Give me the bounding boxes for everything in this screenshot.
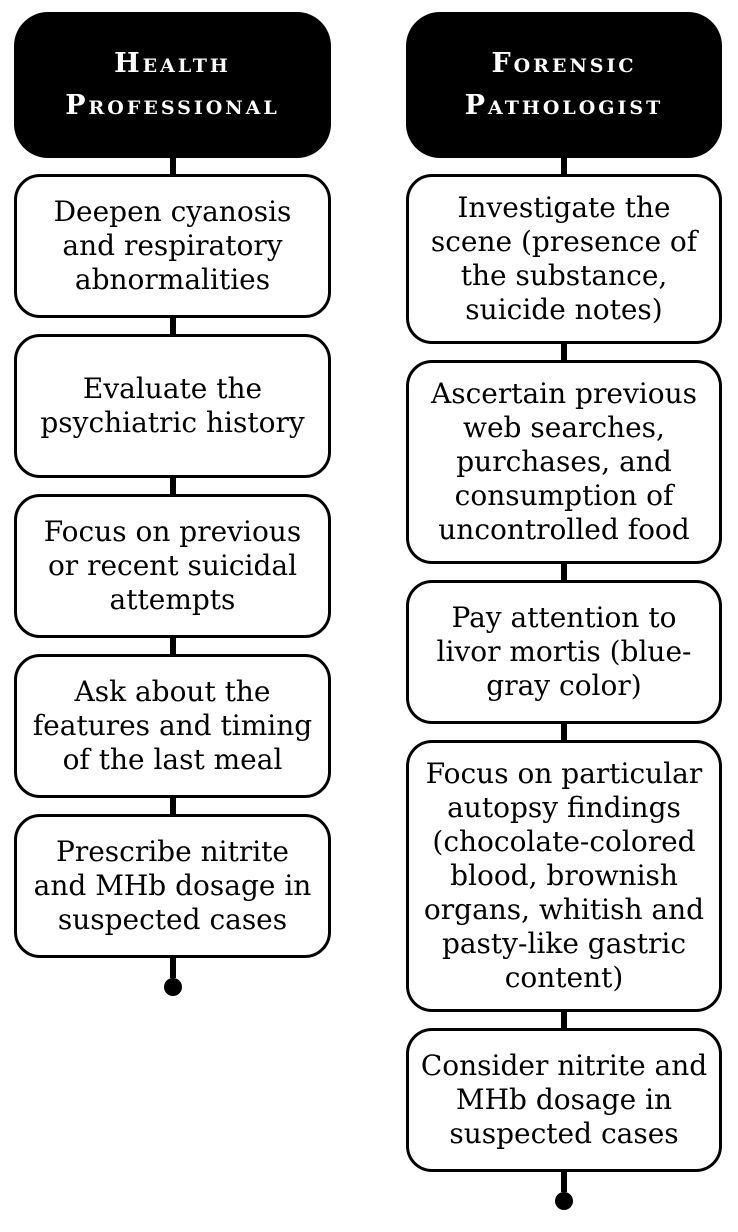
- connector-line: [561, 158, 567, 174]
- connector-line: [169, 158, 176, 174]
- column-health-professional: Health Professional Deepen cyanosis and …: [14, 12, 331, 996]
- connector-line: [561, 724, 567, 740]
- step-text: Focus on particular autopsy findings (ch…: [423, 757, 705, 994]
- column-forensic-pathologist: Forensic Pathologist Investigate the sce…: [406, 12, 722, 1210]
- step-text: Consider nitrite and MHb dosage in suspe…: [420, 1049, 708, 1150]
- step-text: Ascertain previous web searches, purchas…: [431, 377, 697, 546]
- step-consider-nitrite: Consider nitrite and MHb dosage in suspe…: [406, 1028, 722, 1172]
- end-terminator-dot: [555, 1192, 573, 1210]
- connector-line: [561, 564, 567, 580]
- header-health-professional: Health Professional: [14, 12, 331, 158]
- step-web-searches: Ascertain previous web searches, purchas…: [406, 360, 722, 564]
- step-psychiatric-history: Evaluate the psychiatric history: [14, 334, 331, 478]
- step-last-meal: Ask about the features and timing of the…: [14, 654, 331, 798]
- step-deepen-cyanosis: Deepen cyanosis and respiratory abnormal…: [14, 174, 331, 318]
- connector-line: [561, 344, 567, 360]
- header-forensic-pathologist: Forensic Pathologist: [406, 12, 722, 158]
- connector-line: [169, 958, 176, 978]
- connector-line: [561, 1172, 567, 1192]
- step-livor-mortis: Pay attention to livor mortis (blue- gra…: [406, 580, 722, 724]
- step-text: Evaluate the psychiatric history: [40, 372, 305, 439]
- step-suicidal-attempts: Focus on previous or recent suicidal att…: [14, 494, 331, 638]
- step-text: Focus on previous or recent suicidal att…: [43, 515, 302, 616]
- step-text: Prescribe nitrite and MHb dosage in susp…: [33, 835, 312, 936]
- step-text: Pay attention to livor mortis (blue- gra…: [436, 601, 692, 702]
- step-prescribe-nitrite: Prescribe nitrite and MHb dosage in susp…: [14, 814, 331, 958]
- step-investigate-scene: Investigate the scene (presence of the s…: [406, 174, 722, 344]
- step-text: Deepen cyanosis and respiratory abnormal…: [53, 195, 292, 296]
- step-autopsy-findings: Focus on particular autopsy findings (ch…: [406, 740, 722, 1012]
- connector-line: [169, 318, 176, 334]
- connector-line: [169, 478, 176, 494]
- step-text: Investigate the scene (presence of the s…: [430, 191, 698, 326]
- end-terminator-dot: [163, 978, 182, 996]
- connector-line: [169, 638, 176, 654]
- connector-line: [169, 798, 176, 814]
- connector-line: [561, 1012, 567, 1028]
- step-text: Ask about the features and timing of the…: [32, 675, 313, 776]
